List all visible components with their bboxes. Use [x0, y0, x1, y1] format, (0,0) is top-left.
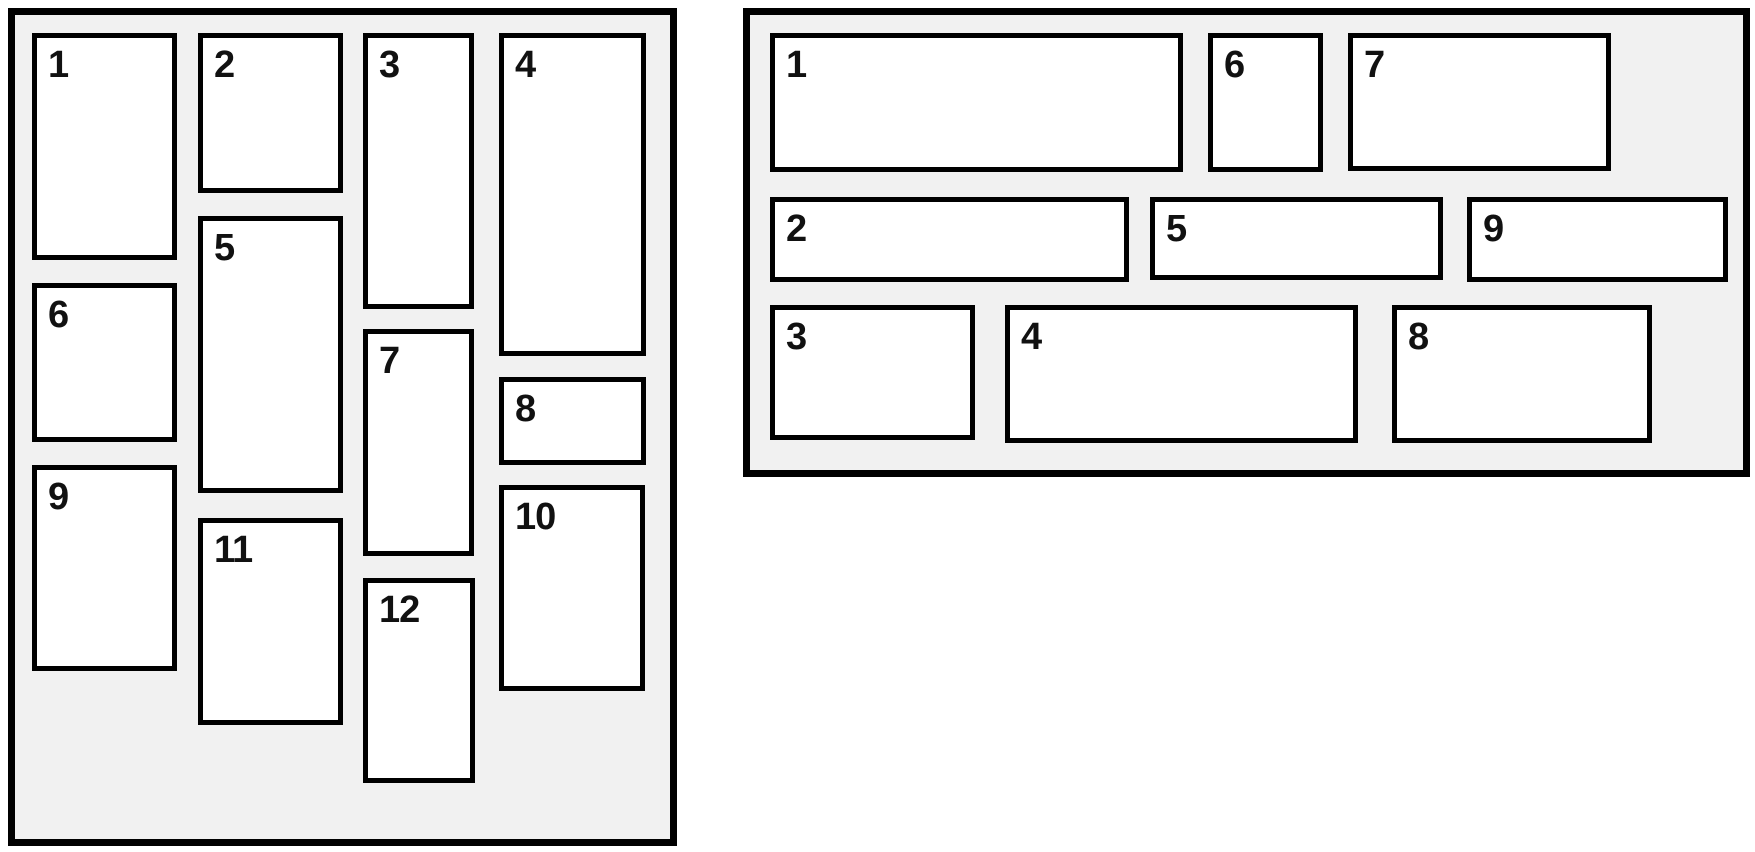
masonry-item-label: 1: [48, 44, 69, 86]
masonry-item-label: 10: [515, 496, 556, 538]
masonry-item-8: 8: [499, 377, 646, 465]
masonry-item-label: 8: [1408, 316, 1429, 358]
masonry-item-6: 6: [1208, 33, 1323, 172]
masonry-item-label: 7: [379, 340, 400, 382]
masonry-item-7: 7: [363, 329, 474, 556]
masonry-item-label: 2: [786, 208, 807, 250]
masonry-item-label: 12: [379, 589, 420, 631]
masonry-item-label: 5: [1166, 208, 1187, 250]
masonry-item-5: 5: [1150, 197, 1443, 280]
masonry-item-7: 7: [1348, 33, 1611, 171]
masonry-item-2: 2: [770, 197, 1129, 282]
masonry-item-label: 5: [214, 227, 235, 269]
masonry-item-label: 6: [48, 294, 69, 336]
masonry-item-2: 2: [198, 33, 343, 193]
masonry-item-4: 4: [1005, 305, 1358, 443]
masonry-item-9: 9: [32, 465, 177, 671]
masonry-item-8: 8: [1392, 305, 1652, 443]
masonry-item-label: 2: [214, 44, 235, 86]
masonry-item-5: 5: [198, 216, 343, 493]
masonry-item-1: 1: [770, 33, 1183, 172]
masonry-item-11: 11: [198, 518, 343, 725]
masonry-item-label: 4: [1021, 316, 1042, 358]
masonry-item-label: 8: [515, 388, 536, 430]
masonry-item-3: 3: [770, 305, 975, 440]
masonry-item-label: 3: [379, 44, 400, 86]
masonry-item-3: 3: [363, 33, 474, 309]
masonry-item-1: 1: [32, 33, 177, 260]
masonry-item-label: 7: [1364, 44, 1385, 86]
masonry-item-10: 10: [499, 485, 645, 691]
masonry-item-4: 4: [499, 33, 646, 356]
masonry-item-12: 12: [363, 578, 475, 783]
masonry-item-label: 9: [1483, 208, 1504, 250]
masonry-item-label: 6: [1224, 44, 1245, 86]
masonry-item-label: 3: [786, 316, 807, 358]
horizontal-masonry-panel: 1 2 3 4 5 6 7 8 9: [743, 8, 1750, 477]
masonry-item-label: 4: [515, 44, 536, 86]
masonry-item-label: 1: [786, 44, 807, 86]
masonry-item-6: 6: [32, 283, 177, 442]
masonry-item-9: 9: [1467, 197, 1728, 282]
masonry-item-label: 9: [48, 476, 69, 518]
masonry-item-label: 11: [214, 529, 253, 571]
